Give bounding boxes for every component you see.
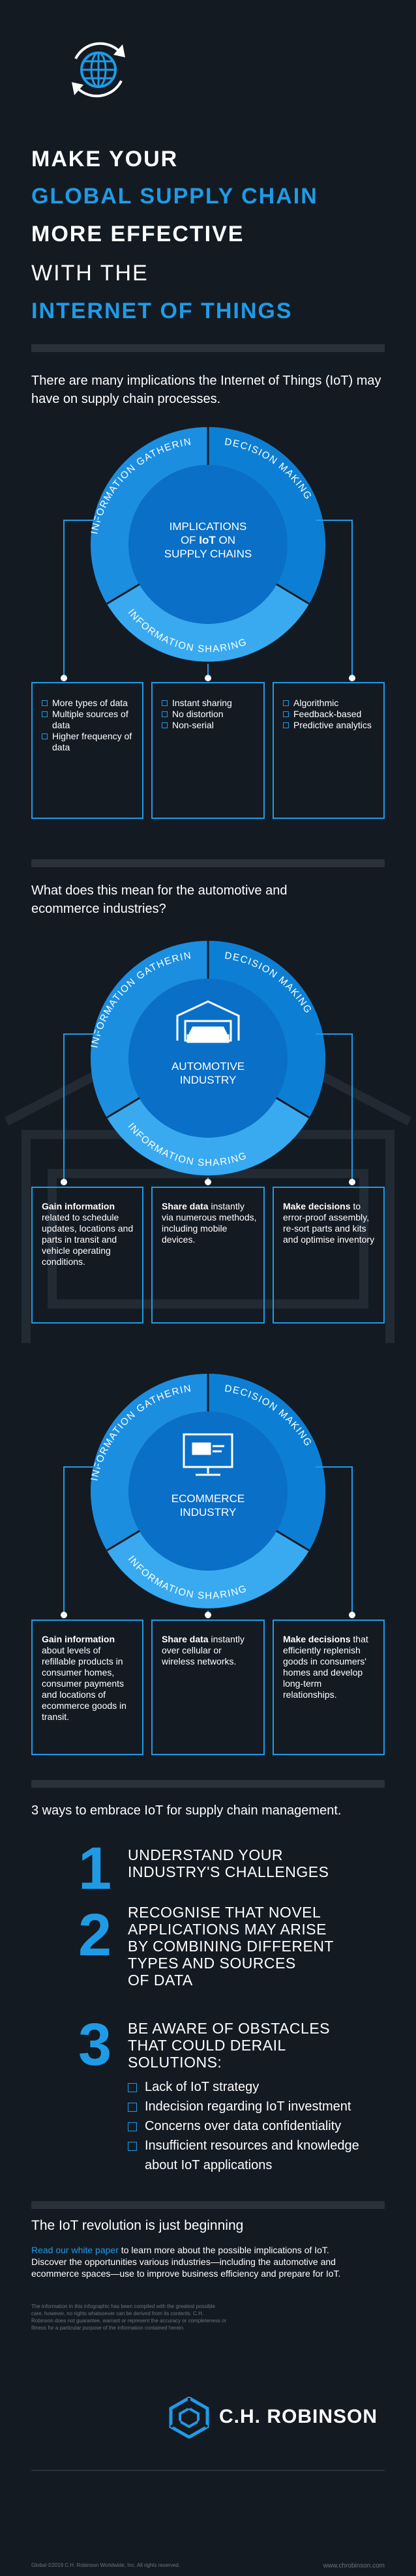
section3-intro: 3 ways to embrace IoT for supply chain m… [31, 1803, 342, 1818]
list-item: Non-serial [162, 720, 257, 731]
brand-name: C.H. ROBINSON [219, 2406, 378, 2427]
list-item: Higher frequency of data [42, 731, 136, 753]
section2-intro: What does this mean for the automotive a… [31, 883, 288, 916]
connector-dots [61, 1612, 355, 1618]
title-line-4: WITH THE [31, 261, 149, 286]
implications-diagram: INFORMATION GATHERING DECISION MAKING IN… [29, 411, 355, 681]
divider [31, 2201, 385, 2209]
box-ecom-gain-information: Gain information about levels of refilla… [31, 1620, 143, 1755]
obstacle-list: Lack of IoT strategy Indecision regardin… [128, 2077, 359, 2175]
copyright-text: Global ©2019 C.H. Robinson Worldwide, In… [31, 2562, 181, 2568]
list-item: Insufficient resources and knowledge [128, 2136, 359, 2155]
step-number-2: 2 [78, 1902, 112, 1968]
divider [31, 859, 385, 867]
connector-dots [61, 675, 355, 681]
box-decision-making: Algorithmic Feedback-based Predictive an… [273, 682, 385, 819]
title-line-2: GLOBAL SUPPLY CHAIN [31, 184, 318, 209]
car-garage-icon [176, 1000, 240, 1043]
box-ecom-share-data: Share data instantly over cellular or wi… [151, 1620, 265, 1755]
automotive-center-label: AUTOMOTIVE INDUSTRY [171, 1060, 245, 1086]
title-line-1: MAKE YOUR [31, 147, 179, 171]
divider [31, 2470, 385, 2471]
ch-robinson-logo-icon [169, 2397, 209, 2438]
step-3-text: BE AWARE OF OBSTACLES THAT COULD DERAIL … [128, 2020, 330, 2071]
title-line-5: INTERNET OF THINGS [31, 299, 293, 323]
list-item: More types of data [42, 698, 136, 709]
divider [31, 344, 385, 352]
section4-heading: The IoT revolution is just beginning [31, 2218, 244, 2233]
ring-diagram [91, 941, 325, 1176]
box-information-gathering: More types of data Multiple sources of d… [31, 682, 143, 819]
title-line-3: MORE EFFECTIVE [31, 222, 245, 246]
list-item: Algorithmic [283, 698, 377, 709]
list-item: No distortion [162, 709, 257, 720]
box-auto-make-decisions: Make decisions to error-proof assembly, … [273, 1187, 385, 1324]
step-1-text: UNDERSTAND YOUR INDUSTRY'S CHALLENGES [128, 1846, 329, 1880]
white-paper-link[interactable]: Read our white paper [31, 2245, 119, 2255]
box-information-sharing: Instant sharing No distortion Non-serial [151, 682, 265, 819]
globe-refresh-icon [72, 42, 125, 98]
section1-intro: There are many implications the Internet… [31, 374, 381, 406]
website-url: www.chrobinson.com [323, 2562, 385, 2569]
box-auto-gain-information: Gain information related to schedule upd… [31, 1187, 143, 1324]
step-number-3: 3 [78, 2011, 112, 2078]
divider [31, 1780, 385, 1788]
ring-diagram [91, 427, 325, 662]
section4-body: Read our white paper to learn more about… [31, 2245, 341, 2279]
step-2-text: RECOGNISE THAT NOVEL APPLICATIONS MAY AR… [128, 1904, 334, 1989]
list-item: Lack of IoT strategy [128, 2077, 359, 2097]
ecommerce-diagram: INFORMATION GATHERING DECISION MAKING IN… [29, 1357, 355, 1618]
list-item: Indecision regarding IoT investment [128, 2097, 359, 2116]
ring-diagram [91, 1374, 325, 1608]
list-item: Concerns over data confidentiality [128, 2116, 359, 2136]
step-number-1: 1 [78, 1835, 112, 1902]
list-item: Feedback-based [283, 709, 377, 720]
box-auto-share-data: Share data instantly via numerous method… [151, 1187, 265, 1324]
list-item: Predictive analytics [283, 720, 377, 731]
list-item: about IoT applications [145, 2158, 273, 2172]
ecommerce-center-label: ECOMMERCE INDUSTRY [171, 1492, 245, 1518]
disclaimer-text: The information in this infographic has … [31, 2303, 227, 2331]
list-item: Multiple sources of data [42, 709, 136, 731]
automotive-diagram: INFORMATION GATHERING DECISION MAKING IN… [29, 925, 355, 1185]
list-item: Instant sharing [162, 698, 257, 709]
connector-dots [61, 1179, 355, 1185]
computer-cart-icon [183, 1433, 233, 1476]
implications-center-label: IMPLICATIONS OF IoT ON SUPPLY CHAINS [164, 520, 252, 560]
box-ecom-make-decisions: Make decisions that efficiently replenis… [273, 1620, 385, 1755]
